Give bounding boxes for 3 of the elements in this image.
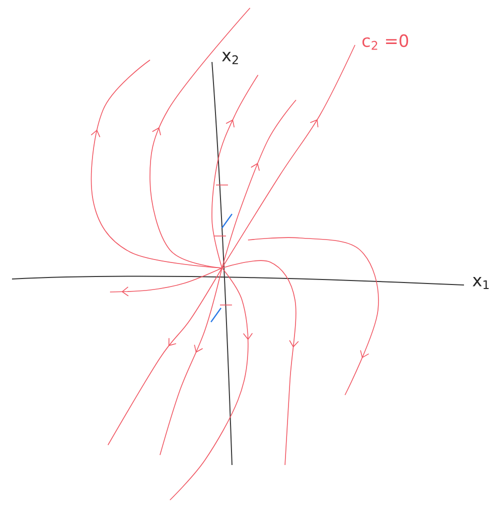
- axis-label: x$_{2}$: [222, 52, 238, 64]
- axis-label: x$_{1}$: [472, 277, 489, 289]
- curve-label: c$_{2}$ =0: [362, 34, 408, 50]
